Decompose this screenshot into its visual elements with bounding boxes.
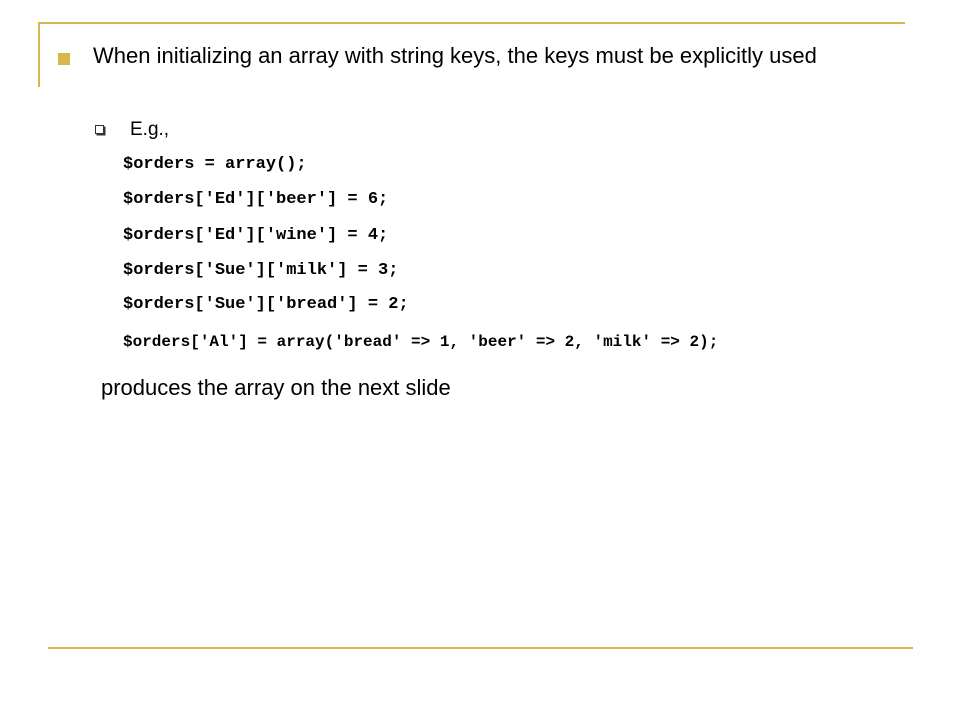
sub-bullet-text: E.g., <box>130 119 170 140</box>
square-bullet-icon <box>58 53 70 65</box>
trailer-text: produces the array on the next slide <box>101 375 451 400</box>
bullet-text: When initializing an array with string k… <box>93 43 817 68</box>
code-line: $orders['Sue']['bread'] = 2; <box>123 295 409 314</box>
code-line: $orders['Ed']['wine'] = 4; <box>123 226 389 245</box>
code-line: $orders = array(); <box>123 155 307 174</box>
top-rule <box>40 22 905 24</box>
code-line: $orders['Ed']['beer'] = 6; <box>123 190 389 209</box>
code-line: $orders['Al'] = array('bread' => 1, 'bee… <box>123 333 719 351</box>
bottom-rule <box>48 647 913 649</box>
left-rule <box>38 22 40 87</box>
code-line: $orders['Sue']['milk'] = 3; <box>123 261 399 280</box>
hollow-square-bullet-icon <box>95 125 104 134</box>
